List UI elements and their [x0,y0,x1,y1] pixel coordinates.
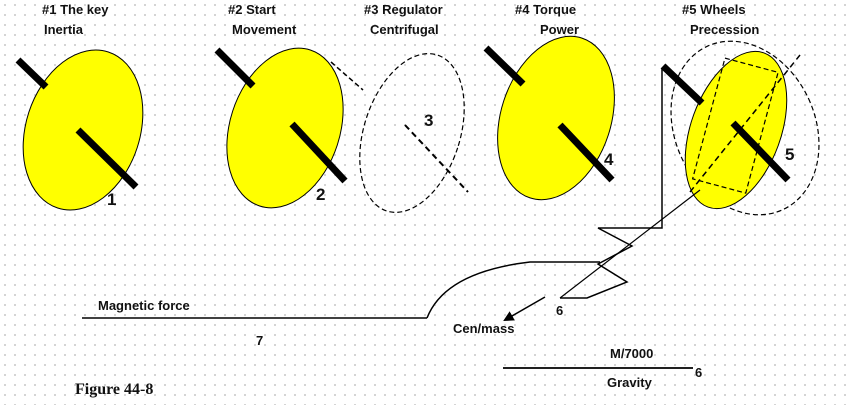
wheel-4-torque: #4 Torque Power 4 [483,2,615,201]
gravity-number: 6 [695,365,702,380]
wheel-1-axle-lower [75,127,139,190]
cen-mass-arrow [503,296,546,322]
wheel-5-axle-lower [730,120,791,183]
wheel-4-axle-lower [557,122,615,183]
magnetic-curve [426,261,600,319]
wheel-4-title: #4 Torque [515,2,576,17]
wheel-2-subtitle: Movement [232,22,297,37]
wheel-1-title: #1 The key [42,2,109,17]
wheel-5-dashed-frame [691,57,779,194]
wheel-3-number: 3 [424,111,433,130]
figure-caption: Figure 44-8 [75,381,153,398]
wheel-2-title: #2 Start [228,2,276,17]
gravity-label: Gravity [607,375,653,390]
force-lines [82,68,701,369]
wheel-3-title: #3 Regulator [364,2,443,17]
wheel-4-subtitle: Power [540,22,579,37]
cen-mass-label: Cen/mass [453,321,514,336]
wheel-5-number: 5 [785,145,794,164]
wheel-5-axle-upper [660,63,705,106]
wheel-1-subtitle: Inertia [44,22,84,37]
magnetic-force-label: Magnetic force [98,298,190,313]
wheel-1-number: 1 [107,190,116,209]
wheel-2-dashed-link [330,61,364,91]
magnetic-force-number: 7 [256,333,263,348]
wheel-1-axle-upper [15,57,49,90]
wheel-2-disc [226,47,344,209]
wheel-2-axle-lower [289,121,348,184]
wheel-1-inertia: #1 The key Inertia 1 [15,2,144,211]
cen-mass-number: 6 [556,303,563,318]
wheel-5-title: #5 Wheels [682,2,746,17]
wheel-2-axle-upper [214,47,256,89]
wheel-3-regulator: #3 Regulator Centrifugal 3 [359,2,469,213]
wheel-5-subtitle: Precession [690,22,759,37]
wheel-3-dashed-axle [404,124,469,193]
wheel-4-number: 4 [604,150,614,169]
wheel-5-precession: #5 Wheels Precession 5 [660,2,820,216]
connecting-line [559,189,701,299]
wheel-2-number: 2 [316,185,325,204]
wheel-2-start-movement: #2 Start Movement 2 [214,2,364,209]
ratio-label: M/7000 [610,346,653,361]
wheel-3-subtitle: Centrifugal [370,22,439,37]
wheel-4-disc [497,35,615,201]
wheel-4-axle-upper [483,45,526,87]
wheel-1-disc [22,49,144,211]
